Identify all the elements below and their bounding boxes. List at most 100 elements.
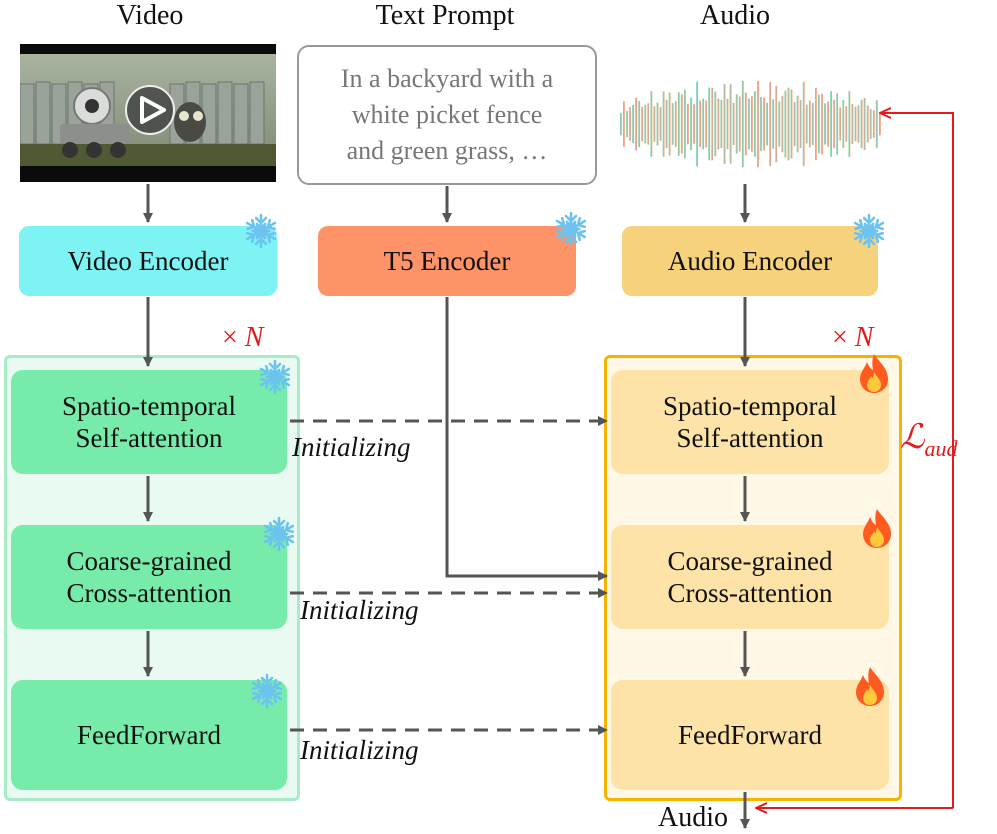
waveform-bar (860, 99, 863, 149)
waveform-bar (818, 94, 820, 154)
audio-waveform-image (620, 80, 881, 168)
waveform-bar (851, 104, 854, 144)
waveform-bar (629, 107, 631, 141)
video-spatio-line-2: Self-attention (75, 423, 223, 453)
waveform-bar (842, 100, 845, 148)
waveform-bar (650, 91, 653, 157)
waveform-bar (769, 82, 772, 166)
waveform-bar (632, 104, 634, 144)
video-repeat-times: × (222, 322, 238, 353)
waveform-bar (775, 85, 778, 163)
loss-arrow-to-waveform (880, 113, 954, 808)
audio-loss-label: ℒaud (900, 417, 958, 462)
audio-header: Audio (700, 0, 770, 31)
waveform-bar (799, 100, 802, 148)
waveform-bar (833, 99, 836, 149)
waveform-bar (693, 104, 695, 144)
waveform-bar (879, 112, 881, 136)
waveform-bar (644, 104, 647, 144)
waveform-bar (821, 93, 823, 155)
video-frame-image (19, 54, 276, 166)
snowflake-icon (260, 515, 298, 553)
video-repeat-n: N (244, 322, 264, 353)
waveform-bar (781, 95, 784, 153)
waveform-bar (702, 98, 705, 150)
waveform-bar (717, 98, 720, 150)
waveform-bar (708, 87, 711, 161)
t5-encoder: T5 Encoder (318, 226, 576, 296)
waveform-bar (793, 102, 796, 147)
waveform-bar (830, 91, 832, 157)
audio-repeat-label: × N (832, 322, 873, 354)
waveform-bar (848, 91, 851, 157)
waveform-bar (726, 98, 729, 150)
text-prompt-box: In a backyard with a white picket fence … (297, 45, 597, 185)
waveform-bar (802, 81, 805, 167)
fire-icon (860, 354, 888, 393)
waveform-bar (699, 100, 701, 148)
waveform-bar (875, 100, 878, 148)
waveform-bar (647, 103, 650, 145)
fire-icon (856, 667, 884, 706)
waveform-bar (653, 106, 656, 142)
waveform-bar (720, 99, 723, 149)
waveform-bar (662, 91, 665, 157)
waveform-bar (754, 91, 756, 157)
audio-repeat-times: × (832, 322, 848, 353)
snowflake-icon (248, 672, 286, 710)
loss-symbol: ℒ (900, 419, 925, 456)
waveform-bar (623, 101, 625, 147)
waveform-bar (763, 97, 765, 151)
audio-encoder: Audio Encoder (622, 226, 878, 296)
waveform-bar (674, 101, 677, 147)
audio-spatio-line-1: Spatio-temporal (663, 390, 837, 421)
waveform-bar (626, 110, 628, 138)
waveform-bar (732, 103, 735, 145)
waveform-bar (760, 97, 762, 152)
waveform-bar (790, 89, 793, 159)
waveform-bar (641, 106, 644, 142)
waveform-bar (845, 106, 848, 142)
prompt-line-1: In a backyard with a (340, 64, 554, 94)
waveform-bar (863, 98, 866, 150)
waveform-bar (687, 103, 689, 145)
video-feedforward-block: FeedForward (11, 680, 287, 790)
prompt-line-3: and green grass, … (346, 135, 548, 165)
snowflake-icon (242, 212, 280, 250)
waveform-bar (751, 96, 753, 152)
waveform-bar (824, 103, 826, 145)
waveform-bar (854, 106, 857, 142)
snowflake-icon (256, 358, 294, 396)
waveform-bar (869, 109, 872, 139)
audio-repeat-n: N (854, 322, 874, 353)
audio-feedforward-block: FeedForward (611, 680, 889, 790)
waveform-bar (680, 94, 683, 154)
waveform-bar (665, 99, 668, 149)
video-coarse-line-2: Cross-attention (66, 578, 232, 608)
video-encoder: Video Encoder (19, 226, 277, 296)
waveform-bar (711, 87, 714, 161)
waveform-bar (744, 92, 747, 156)
audio-coarse-line-1: Coarse-grained (667, 545, 833, 576)
waveform-bar (766, 102, 768, 146)
waveform-bar (620, 113, 622, 136)
waveform-bar (827, 101, 829, 147)
waveform-bar (659, 107, 662, 141)
waveform-bar (839, 107, 842, 141)
waveform-bar (872, 110, 875, 138)
waveform-bar (778, 101, 781, 147)
waveform-bar (857, 105, 860, 143)
output-audio-label: Audio (658, 802, 728, 833)
video-repeat-label: × N (222, 322, 263, 354)
fire-icon (863, 509, 891, 548)
video-coarse-line-1: Coarse-grained (66, 545, 232, 576)
waveform-bar (705, 100, 708, 148)
waveform-bar (815, 88, 817, 160)
waveform-bar (735, 94, 738, 154)
waveform-bar (635, 97, 637, 151)
